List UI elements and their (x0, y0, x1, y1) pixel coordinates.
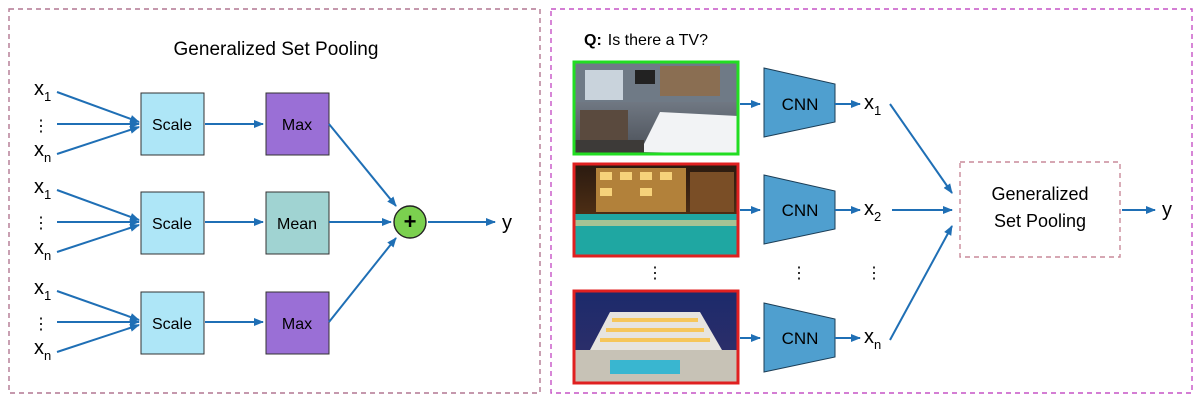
arrow-xn-to-scale-3 (56, 324, 140, 353)
input-group-row-3: x1 ⋮ xn (33, 277, 51, 363)
cnn-label-1: CNN (782, 95, 819, 114)
pool-label-2: Mean (277, 216, 317, 233)
scale-box-3 (140, 291, 205, 355)
pool-label-3: Max (282, 316, 312, 333)
input-dots: ⋮ (33, 118, 49, 135)
arrow-x1-to-scale-1 (56, 91, 140, 123)
cnn-block-2 (763, 174, 836, 245)
arrow-xn-to-pool (889, 225, 953, 341)
sum-symbol: + (404, 209, 417, 234)
ellipsis-cnn: ⋮ (791, 265, 807, 282)
question-text: Q:Is there a TV? (584, 32, 708, 49)
arrow-xn-to-scale-2 (56, 224, 140, 253)
arrow-pool3-to-sum (328, 237, 397, 323)
sum-node (393, 205, 427, 239)
input-xn: xn (34, 139, 51, 165)
input-x1: x1 (34, 176, 51, 202)
cnn-label-2: CNN (782, 201, 819, 220)
input-xn: xn (34, 237, 51, 263)
arrow-xn-to-scale-1 (56, 126, 140, 155)
input-group-row-1: x1 ⋮ xn (33, 78, 51, 165)
left-output-y: y (502, 212, 512, 234)
generalized-set-pooling-box (959, 161, 1121, 258)
cnn-block-3 (763, 302, 836, 373)
ellipsis-images: ⋮ (647, 265, 663, 282)
scene-image-pool (572, 162, 740, 258)
pool-box-line-1: Generalized (991, 184, 1088, 204)
arrow-x1-to-scale-2 (56, 189, 140, 221)
ellipsis-features: ⋮ (866, 265, 882, 282)
scale-label-1: Scale (152, 117, 192, 134)
input-dots: ⋮ (33, 215, 49, 232)
input-x1: x1 (34, 277, 51, 303)
cnn-label-3: CNN (782, 329, 819, 348)
pool-box-line-2: Set Pooling (994, 211, 1086, 231)
right-panel-frame (550, 8, 1193, 394)
left-panel-frame (8, 8, 541, 394)
scale-label-2: Scale (152, 216, 192, 233)
feature-x2: x2 (864, 198, 881, 224)
scale-box-1 (140, 92, 205, 156)
arrow-x1-to-scale-3 (56, 290, 140, 321)
arrow-x1-to-pool (889, 103, 953, 194)
pool-label-1: Max (282, 117, 312, 134)
left-panel-title: Generalized Set Pooling (174, 39, 379, 60)
input-dots: ⋮ (33, 316, 49, 333)
arrow-pool1-to-sum (328, 123, 397, 207)
scale-label-3: Scale (152, 316, 192, 333)
cnn-block-1 (763, 67, 836, 138)
pool-box-max-2 (265, 291, 330, 355)
feature-xn: xn (864, 326, 881, 352)
right-output-y: y (1162, 199, 1172, 221)
input-xn: xn (34, 337, 51, 363)
input-x1: x1 (34, 78, 51, 104)
feature-x1: x1 (864, 92, 881, 118)
scene-image-building (572, 289, 740, 385)
input-group-row-2: x1 ⋮ xn (33, 176, 51, 263)
scale-box-2 (140, 191, 205, 255)
scene-image-bedroom (572, 60, 740, 156)
